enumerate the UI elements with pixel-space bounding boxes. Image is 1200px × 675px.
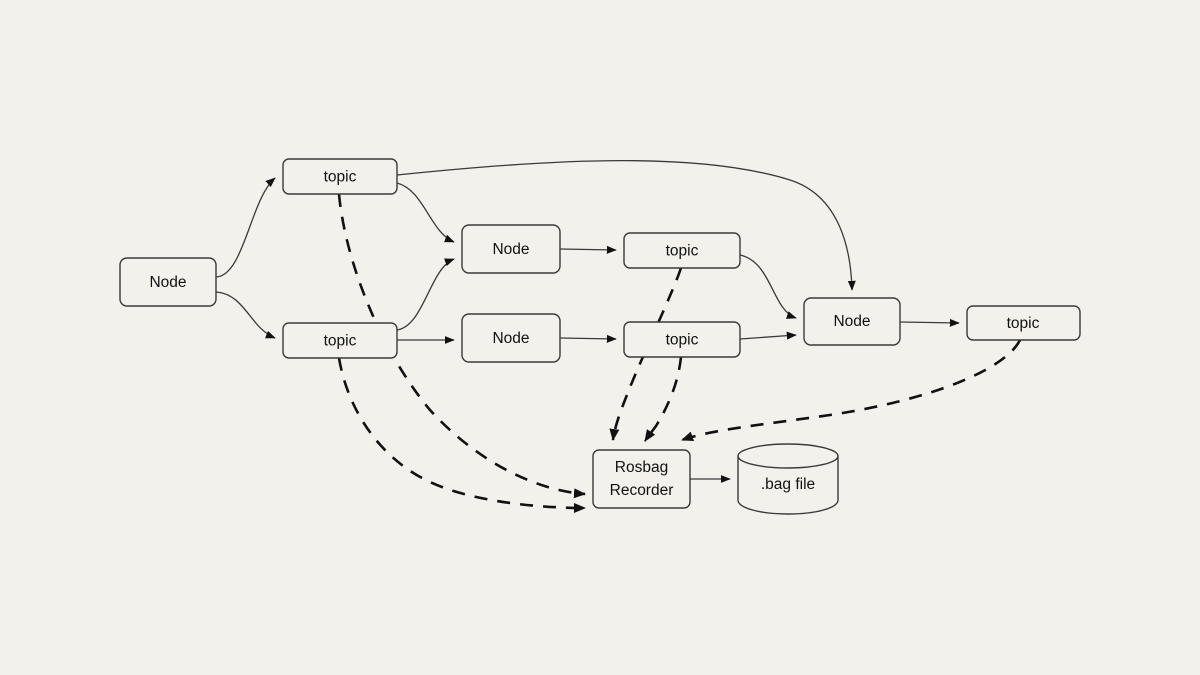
node-right[interactable]: Node bbox=[803, 297, 901, 346]
edge-dashed-topic-mid-upper-to-rosbag bbox=[609, 267, 683, 441]
topic-top[interactable]: topic bbox=[282, 158, 398, 195]
edge-topic-top-to-node-mid-upper bbox=[396, 182, 455, 243]
node-mid-lower[interactable]: Node bbox=[461, 313, 561, 363]
topic-mid-upper[interactable]: topic bbox=[623, 232, 741, 269]
edge-node-mid-lower-to-topic-mid-lower bbox=[559, 334, 617, 343]
rosbag-recorder[interactable]: Rosbag Recorder bbox=[592, 449, 691, 509]
node-source[interactable]: Node bbox=[119, 257, 217, 307]
edge-topic-mid-lower-to-node-right bbox=[739, 331, 797, 340]
bag-file[interactable]: .bag file bbox=[737, 443, 839, 515]
edge-topic-bottom-to-node-mid-upper bbox=[396, 258, 455, 331]
topic-mid-lower[interactable]: topic bbox=[623, 321, 741, 358]
edge-node-source-to-topic-bottom bbox=[215, 291, 276, 339]
edge-node-right-to-topic-right bbox=[899, 318, 960, 327]
bag-file-cylinder-body bbox=[737, 455, 839, 515]
bag-file-cylinder-top bbox=[737, 443, 839, 469]
edge-dashed-topic-bottom-to-rosbag bbox=[337, 357, 586, 513]
edge-topic-top-to-node-right bbox=[396, 159, 856, 291]
edge-dashed-topic-right-to-rosbag bbox=[681, 339, 1022, 442]
edge-dashed-topic-mid-lower-to-rosbag bbox=[643, 356, 683, 442]
edge-topic-mid-upper-to-node-right bbox=[739, 254, 797, 319]
node-mid-upper[interactable]: Node bbox=[461, 224, 561, 274]
topic-bottom[interactable]: topic bbox=[282, 322, 398, 359]
dashed-edges-group bbox=[337, 193, 1022, 513]
edge-node-source-to-topic-top bbox=[215, 177, 276, 278]
topic-right[interactable]: topic bbox=[966, 305, 1081, 341]
edge-dashed-topic-top-to-rosbag bbox=[337, 193, 586, 499]
edge-node-mid-upper-to-topic-mid-upper bbox=[559, 245, 617, 254]
solid-edges-group bbox=[215, 159, 960, 483]
